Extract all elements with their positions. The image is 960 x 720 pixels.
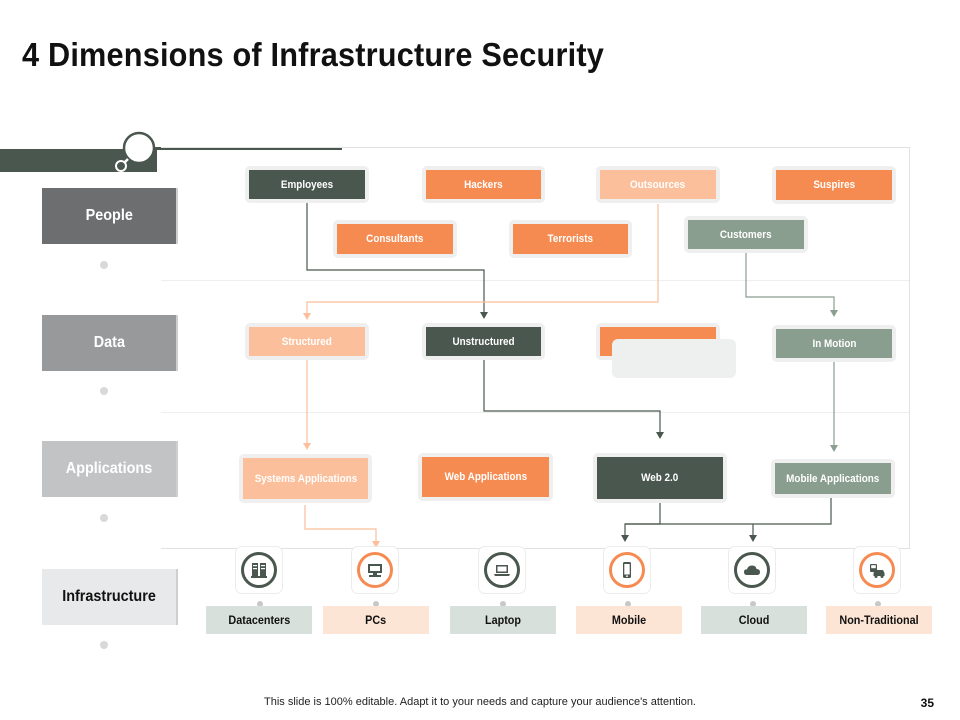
node-unstructured: Unstructured: [422, 323, 545, 360]
cloud-icon: [734, 552, 770, 588]
infra-label-datacenters: Datacenters: [206, 606, 312, 634]
icon-pin: [373, 601, 379, 607]
row-divider: [161, 412, 909, 413]
laptop-icon: [484, 552, 520, 588]
icon-pin: [750, 601, 756, 607]
node-in-motion: In Motion: [772, 325, 896, 362]
infra-label-cloud: Cloud: [701, 606, 807, 634]
row-label-infrastructure: Infrastructure: [42, 569, 178, 625]
node-customers: Customers: [684, 216, 808, 253]
node-employees: Employees: [245, 166, 369, 203]
row-label-data: Data: [42, 315, 178, 371]
row-label-applications: Applications: [42, 441, 178, 497]
icon-pin: [875, 601, 881, 607]
row-marker-dot: [100, 514, 108, 522]
mobile-icon-card: [604, 547, 650, 593]
header-accent-line: [150, 147, 342, 150]
row-marker-dot: [100, 261, 108, 269]
node-web-applications: Web Applications: [418, 453, 553, 501]
datacenters-icon-card: [236, 547, 282, 593]
row-marker-dot: [100, 641, 108, 649]
icon-pin: [625, 601, 631, 607]
diagram-panel: [161, 147, 910, 549]
cloud-icon-card: [729, 547, 775, 593]
pcs-icon-card: [352, 547, 398, 593]
page-number: 35: [920, 696, 934, 710]
non-traditional-icon-card: [854, 547, 900, 593]
placeholder-overlay: [612, 339, 736, 378]
icon-pin: [257, 601, 263, 607]
vehicle-icon: [859, 552, 895, 588]
desktop-pc-icon: [357, 552, 393, 588]
infra-label-pcs: PCs: [323, 606, 429, 634]
infra-label-mobile: Mobile: [576, 606, 682, 634]
node-consultants: Consultants: [333, 220, 457, 258]
node-terrorists: Terrorists: [509, 220, 632, 258]
infra-label-non-traditional: Non-Traditional: [826, 606, 932, 634]
node-suspires: Suspires: [772, 166, 896, 204]
node-systems-applications: Systems Applications: [239, 454, 372, 503]
mobile-phone-icon: [609, 552, 645, 588]
icon-pin: [500, 601, 506, 607]
node-structured: Structured: [245, 323, 369, 360]
row-divider: [161, 280, 909, 281]
node-web-2-0: Web 2.0: [593, 453, 727, 503]
footer-note: This slide is 100% editable. Adapt it to…: [264, 696, 696, 708]
node-outsources: Outsources: [596, 166, 720, 203]
node-hackers: Hackers: [422, 166, 545, 203]
laptop-icon-card: [479, 547, 525, 593]
server-icon: [241, 552, 277, 588]
node-mobile-applications: Mobile Applications: [771, 459, 895, 498]
row-marker-dot: [100, 387, 108, 395]
infra-label-laptop: Laptop: [450, 606, 556, 634]
slide-title: 4 Dimensions of Infrastructure Security: [22, 36, 604, 73]
magnifier-icon: [115, 131, 156, 172]
row-label-people: People: [42, 188, 178, 244]
